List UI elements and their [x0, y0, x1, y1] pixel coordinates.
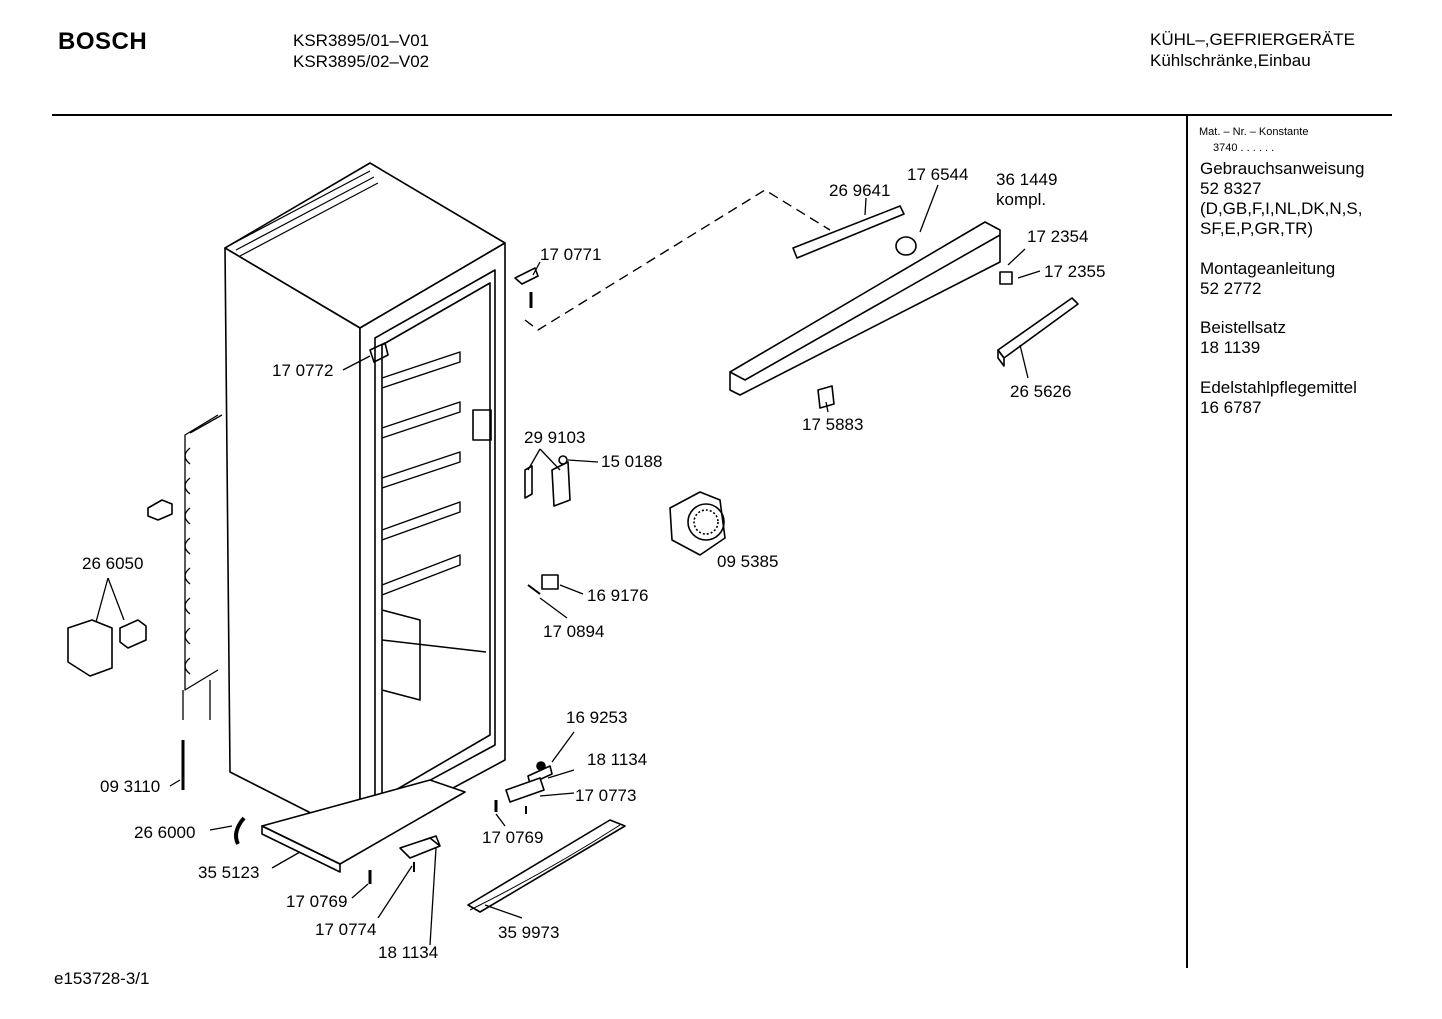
- part-label-170894: 17 0894: [543, 622, 604, 641]
- small-clip: [541, 574, 559, 590]
- sidebar-entry-line: SF,E,P,GR,TR): [1200, 219, 1314, 238]
- header-divider: [52, 114, 1392, 116]
- part-label-181134b: 18 1134: [378, 943, 438, 962]
- sidebar-divider: [1186, 116, 1188, 968]
- part-label-170774: 17 0774: [315, 920, 376, 939]
- thermostat-part: [67, 619, 147, 677]
- trim-strip: [997, 297, 1079, 359]
- control-panel: [729, 205, 1013, 409]
- part-label-361449: 36 1449: [996, 170, 1057, 189]
- part-label-269641: 26 9641: [829, 181, 890, 200]
- part-label-266000: 26 6000: [134, 823, 195, 842]
- document-code: e153728-3/1: [54, 969, 150, 988]
- part-label-299103: 29 9103: [524, 428, 585, 447]
- part-label-170769a: 17 0769: [482, 828, 543, 847]
- fridge-cabinet: [224, 162, 506, 873]
- sidebar-entry-line: 18 1139: [1200, 338, 1261, 357]
- part-label-170771: 17 0771: [540, 245, 601, 264]
- hinge-side: [369, 342, 389, 363]
- part-label-181134a: 18 1134: [587, 750, 647, 769]
- sidebar-entry-title: Montageanleitung: [1200, 259, 1336, 278]
- part-label-150188: 15 0188: [601, 452, 662, 471]
- sidebar-entry-title: Gebrauchsanweisung: [1200, 159, 1365, 178]
- part-label-170773: 17 0773: [575, 786, 636, 805]
- connection-line: [524, 189, 831, 331]
- part-label-359973: 35 9973: [498, 923, 559, 942]
- part-label-266050: 26 6050: [82, 554, 143, 573]
- mat-number-title: Mat. – Nr. – Konstante: [1199, 126, 1309, 138]
- hinge-bottom: [399, 837, 441, 859]
- part-label-175883: 17 5883: [802, 415, 863, 434]
- model-number-1: KSR3895/01–V01: [293, 31, 430, 50]
- fan-cover: [669, 491, 726, 556]
- condenser-coil: [182, 414, 223, 720]
- part-label-361449-note: kompl.: [996, 190, 1046, 209]
- part-label-095385: 09 5385: [717, 552, 778, 571]
- sidebar-entry-line: 52 2772: [1200, 279, 1262, 298]
- part-label-176544: 17 6544: [907, 165, 968, 184]
- bottom-grille: [467, 819, 626, 913]
- part-label-265626: 26 5626: [1010, 382, 1071, 401]
- bracket-part: [524, 465, 533, 499]
- brand-logo: BOSCH: [58, 28, 148, 55]
- sidebar-entry-line: 52 8327: [1200, 179, 1262, 198]
- coil-bracket: [147, 499, 173, 521]
- part-label-169253: 16 9253: [566, 708, 627, 727]
- sidebar-entry-line: (D,GB,F,I,NL,DK,N,S,: [1200, 199, 1363, 218]
- category-title: KÜHL–,GEFRIERGERÄTE: [1150, 30, 1355, 49]
- part-label-355123: 35 5123: [198, 863, 259, 882]
- hinge-top: [514, 267, 539, 285]
- drain-tube: [234, 816, 246, 845]
- model-number-2: KSR3895/02–V02: [293, 52, 430, 71]
- part-label-172355: 17 2355: [1044, 262, 1105, 281]
- sidebar-entry-line: 16 6787: [1200, 398, 1262, 417]
- mat-number-value: 3740 . . . . . .: [1213, 142, 1275, 154]
- part-label-170769b: 17 0769: [286, 892, 347, 911]
- category-subtitle: Kühlschränke,Einbau: [1150, 51, 1311, 70]
- part-label-170772: 17 0772: [272, 361, 333, 380]
- part-label-172354: 17 2354: [1027, 227, 1088, 246]
- sidebar-entry-title: Edelstahlpflegemittel: [1200, 378, 1357, 397]
- part-label-169176: 16 9176: [587, 586, 648, 605]
- part-label-093110: 09 3110: [100, 777, 160, 796]
- sidebar-entry-title: Beistellsatz: [1200, 318, 1286, 337]
